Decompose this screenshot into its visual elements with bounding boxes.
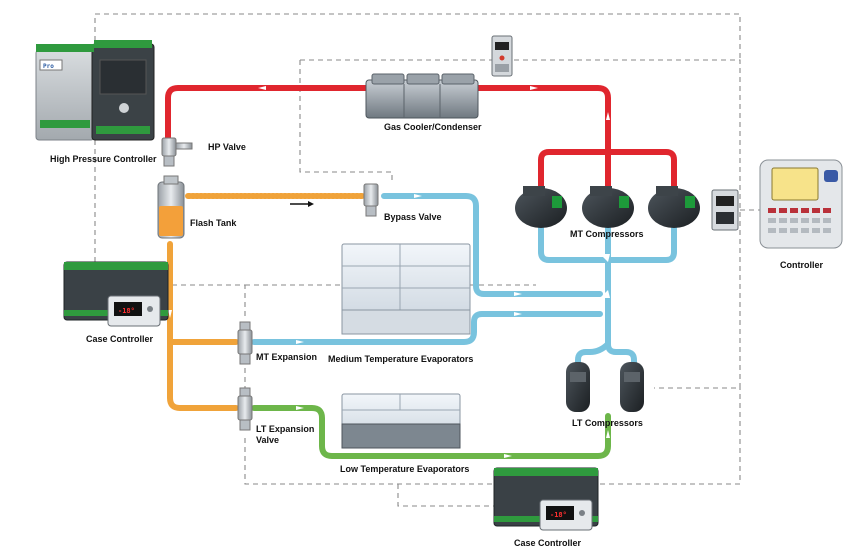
- keypad-controller-icon: [759, 159, 843, 249]
- high-pressure-controller: Pro High Pressure Controller: [35, 40, 157, 164]
- hp-valve: HP Valve: [161, 137, 246, 167]
- case-controller-icon: [493, 467, 599, 531]
- lcd-value-left: -18°: [118, 307, 135, 315]
- compressor-icon: [620, 362, 644, 412]
- gas-cooler-label: Gas Cooler/Condenser: [384, 122, 482, 132]
- mt-compressors: MT Compressors: [515, 186, 700, 239]
- case-controller-bottom-label: Case Controller: [514, 538, 582, 548]
- case-controller-icon: [63, 261, 169, 327]
- evaporator-icon: [341, 243, 471, 335]
- drive-unit-icon: [711, 189, 739, 231]
- case-controller-bottom: -18° Case Controller: [493, 467, 599, 548]
- flow-direction-arrow: [290, 201, 314, 207]
- lt-compressors: LT Compressors: [566, 362, 644, 428]
- plc-controller-icon: [35, 40, 155, 141]
- bypass-valve-label: Bypass Valve: [384, 212, 442, 222]
- main-controller: Controller: [759, 159, 843, 270]
- high-pressure-controller-label: High Pressure Controller: [50, 154, 157, 164]
- mt-compressors-label: MT Compressors: [570, 229, 644, 239]
- gas-cooler-icon: [365, 73, 479, 119]
- compressor-icon: [566, 362, 590, 412]
- controller-label: Controller: [780, 260, 823, 270]
- flash-tank-label: Flash Tank: [190, 218, 237, 228]
- plc-brand-text: Pro: [43, 63, 54, 70]
- valve-icon: [363, 183, 379, 217]
- lcd-value-bottom: -18°: [550, 511, 567, 519]
- flash-tank: Flash Tank: [157, 175, 237, 239]
- flash-tank-icon: [157, 175, 185, 239]
- pressure-display-icon: [491, 35, 513, 77]
- hp-valve-label: HP Valve: [208, 142, 246, 152]
- low-temp-evaporators: Low Temperature Evaporators: [340, 393, 469, 474]
- mt-expansion-valve: MT Expansion: [237, 321, 317, 365]
- refrigerant-piping: [165, 85, 677, 459]
- bypass-valve: Bypass Valve: [363, 183, 442, 222]
- valve-icon: [161, 137, 193, 167]
- gas-cooler: Gas Cooler/Condenser: [365, 73, 482, 132]
- lt-expansion-label-line1: LT Expansion: [256, 424, 314, 434]
- mt-expansion-label: MT Expansion: [256, 352, 317, 362]
- valve-icon: [237, 321, 253, 365]
- medium-temp-evaporators: Medium Temperature Evaporators: [328, 243, 473, 364]
- lt-expansion-label-line2: Valve: [256, 435, 279, 445]
- compressor-icon: [648, 186, 700, 228]
- case-controller-left: -18° Case Controller: [63, 261, 169, 344]
- control-wiring: [94, 13, 760, 507]
- compressor-icon: [515, 186, 567, 228]
- medium-temp-evap-label: Medium Temperature Evaporators: [328, 354, 473, 364]
- lt-compressors-label: LT Compressors: [572, 418, 643, 428]
- low-temp-evap-label: Low Temperature Evaporators: [340, 464, 469, 474]
- case-controller-left-label: Case Controller: [86, 334, 154, 344]
- evaporator-icon: [341, 393, 461, 449]
- lt-expansion-valve: LT Expansion Valve: [237, 387, 314, 445]
- compressor-icon: [582, 186, 634, 228]
- flow-arrow-icon: [168, 86, 610, 458]
- valve-icon: [237, 387, 253, 431]
